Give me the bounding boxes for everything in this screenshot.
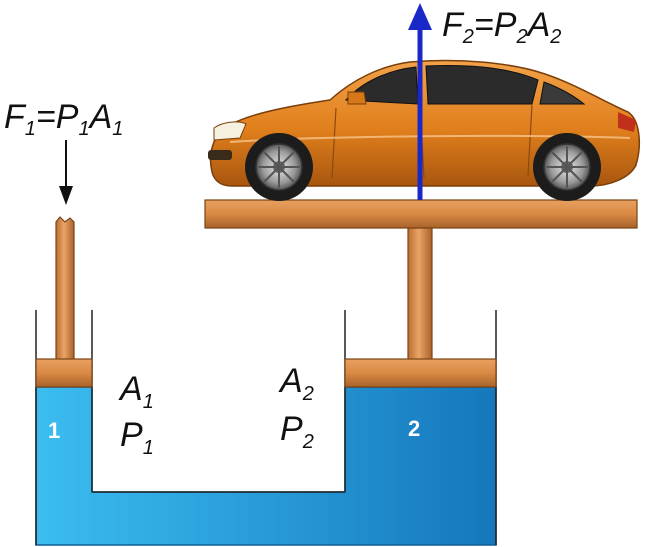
large-piston: [204, 199, 638, 388]
large-piston-force-equation: F2=P2A2: [442, 6, 561, 48]
lift-platform: [204, 199, 638, 229]
small-piston-force-equation: F1=P1A1: [4, 98, 123, 140]
car-icon: [208, 59, 641, 201]
small-piston-head: [35, 358, 93, 388]
chamber-2-number: 2: [408, 416, 420, 441]
small-piston: [35, 216, 93, 388]
large-piston-head: [344, 358, 497, 388]
hydraulic-fluid: [35, 386, 497, 546]
down-arrow-icon: [59, 140, 73, 205]
pressure-2-label: P2: [280, 410, 314, 453]
pressure-1-label: P1: [120, 416, 154, 459]
area-1-label: A1: [118, 370, 154, 413]
small-piston-rod: [55, 216, 75, 361]
area-2-label: A2: [278, 362, 314, 405]
large-piston-rod: [407, 227, 433, 361]
cylinder-walls: [35, 310, 497, 545]
chamber-1-number: 1: [48, 418, 60, 443]
up-arrow-icon: [408, 3, 432, 200]
